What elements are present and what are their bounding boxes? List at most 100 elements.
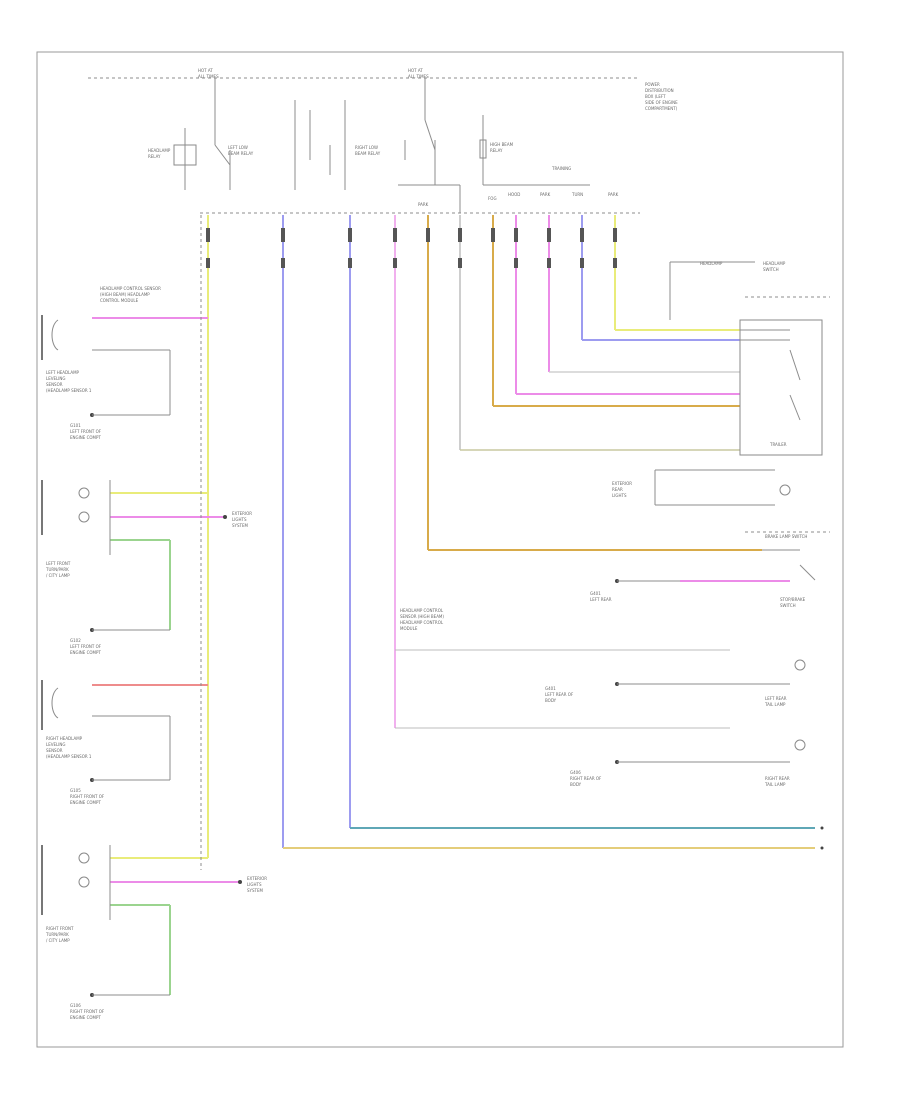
- top-labels: HOT AT ALL TIMES HOT AT ALL TIMES POWER …: [148, 68, 678, 207]
- ground-wires: [92, 349, 171, 780]
- svg-text:RIGHT REAR: RIGHT REAR: [765, 776, 790, 781]
- svg-text:PARK: PARK: [418, 202, 429, 207]
- svg-text:TURN/PARK: TURN/PARK: [45, 932, 69, 937]
- svg-text:(HEADLAMP SENSOR 1: (HEADLAMP SENSOR 1: [46, 388, 92, 393]
- blue-turn-wire: [581, 215, 740, 341]
- svg-text:LIGHTS: LIGHTS: [232, 517, 247, 522]
- connector-ticks: [206, 228, 617, 268]
- diagram-frame: [36, 51, 844, 1048]
- svg-text:HEADLAMP: HEADLAMP: [763, 261, 786, 266]
- svg-text:LEFT FRONT OF: LEFT FRONT OF: [70, 644, 102, 649]
- svg-text:LEFT FRONT: LEFT FRONT: [46, 561, 71, 566]
- svg-text:HEADLAMP CONTROL: HEADLAMP CONTROL: [400, 620, 444, 625]
- svg-text:G401: G401: [545, 686, 556, 691]
- svg-text:G101: G101: [70, 423, 81, 428]
- gray-wire: [459, 215, 740, 451]
- svg-text:RIGHT REAR OF: RIGHT REAR OF: [570, 776, 602, 781]
- svg-text:LEFT REAR: LEFT REAR: [765, 696, 787, 701]
- svg-text:TRAILER: TRAILER: [769, 442, 787, 447]
- svg-text:RIGHT HEADLAMP: RIGHT HEADLAMP: [46, 736, 83, 741]
- svg-text:ENGINE COMPT: ENGINE COMPT: [70, 650, 101, 655]
- svg-text:EXTERIOR: EXTERIOR: [232, 511, 252, 516]
- svg-text:SIDE OF ENGINE: SIDE OF ENGINE: [645, 100, 678, 105]
- svg-text:G105: G105: [70, 788, 81, 793]
- svg-text:G401: G401: [590, 591, 601, 596]
- svg-text:G106: G106: [70, 1003, 81, 1008]
- left-rear-tail-lamp: G401 LEFT REAR OF BODY LEFT REAR TAIL LA…: [545, 659, 806, 707]
- svg-text:CONTROL MODULE: CONTROL MODULE: [100, 298, 139, 303]
- ground-g101: G101 LEFT FRONT OF ENGINE COMPT: [70, 413, 170, 440]
- svg-text:ENGINE COMPT: ENGINE COMPT: [70, 800, 101, 805]
- svg-text:TURN: TURN: [571, 192, 583, 197]
- right-rear-tail-lamp: G406 RIGHT REAR OF BODY RIGHT REAR TAIL …: [570, 739, 806, 787]
- svg-text:G102: G102: [70, 638, 81, 643]
- svg-text:REAR: REAR: [612, 487, 623, 492]
- svg-text:LEVELING: LEVELING: [46, 376, 66, 381]
- svg-text:HIGH BEAM: HIGH BEAM: [490, 142, 514, 147]
- blue-wire: [349, 215, 815, 829]
- svg-text:BEAM RELAY: BEAM RELAY: [355, 151, 381, 156]
- svg-text:EXTERIOR: EXTERIOR: [612, 481, 632, 486]
- svg-text:PARK: PARK: [540, 192, 551, 197]
- orange-wire: [427, 215, 762, 551]
- svg-text:G406: G406: [570, 770, 581, 775]
- svg-text:(HIGH BEAM) HEADLAMP: (HIGH BEAM) HEADLAMP: [100, 292, 150, 297]
- svg-text:ENGINE COMPT: ENGINE COMPT: [70, 435, 101, 440]
- svg-text:BODY: BODY: [570, 782, 582, 787]
- orange-fog-wire: [492, 215, 740, 407]
- left-headlamp-leveling-sensor: LEFT HEADLAMP LEVELING SENSOR (HEADLAMP …: [41, 286, 161, 393]
- exterior-lights-right: EXTERIOR LIGHTS SYSTEM: [238, 876, 267, 893]
- svg-text:SYSTEM: SYSTEM: [232, 523, 248, 528]
- svg-text:(HEADLAMP SENSOR 1: (HEADLAMP SENSOR 1: [46, 754, 92, 759]
- right-front-turn-lamp: RIGHT FRONT TURN/PARK / CITY LAMP: [41, 845, 111, 943]
- svg-text:DISTRIBUTION: DISTRIBUTION: [645, 88, 674, 93]
- center-caption: HEADLAMP CONTROL SENSOR (HIGH BEAM) HEAD…: [400, 608, 444, 631]
- svg-text:RIGHT FRONT OF: RIGHT FRONT OF: [70, 1009, 105, 1014]
- svg-text:/ CITY LAMP: / CITY LAMP: [46, 938, 70, 943]
- svg-text:SENSOR: SENSOR: [46, 748, 63, 753]
- svg-text:BOX (LEFT: BOX (LEFT: [645, 94, 666, 99]
- green-wires: [110, 539, 171, 995]
- svg-text:LEFT REAR OF: LEFT REAR OF: [545, 692, 574, 697]
- exterior-lights-left: EXTERIOR LIGHTS SYSTEM: [223, 511, 252, 528]
- svg-text:TAIL LAMP: TAIL LAMP: [764, 702, 786, 707]
- svg-text:LEFT LOW: LEFT LOW: [228, 145, 248, 150]
- ground-g106: G106 RIGHT FRONT OF ENGINE COMPT: [70, 993, 170, 1020]
- svg-text:TAIL LAMP: TAIL LAMP: [764, 782, 786, 787]
- svg-text:RIGHT LOW: RIGHT LOW: [355, 145, 378, 150]
- svg-text:EXTERIOR: EXTERIOR: [247, 876, 267, 881]
- rear-lamp-group: EXTERIOR REAR LIGHTS: [612, 469, 791, 506]
- svg-text:RIGHT FRONT OF: RIGHT FRONT OF: [70, 794, 105, 799]
- svg-text:BEAM RELAY: BEAM RELAY: [228, 151, 254, 156]
- multifunction-switch: TRAILER HEADLAMP HEADLAMP SWITCH: [669, 261, 830, 456]
- svg-text:BODY: BODY: [545, 698, 557, 703]
- svg-text:LIGHTS: LIGHTS: [247, 882, 262, 887]
- svg-text:COMPARTMENT): COMPARTMENT): [645, 106, 678, 111]
- svg-text:BRAKE LAMP SWITCH: BRAKE LAMP SWITCH: [765, 534, 807, 539]
- svg-text:ALL TIMES: ALL TIMES: [408, 74, 429, 79]
- right-edge-terminals: [820, 826, 824, 850]
- svg-text:SWITCH: SWITCH: [763, 267, 779, 272]
- svg-text:HOT AT: HOT AT: [408, 68, 423, 73]
- left-front-turn-lamp: LEFT FRONT TURN/PARK / CITY LAMP: [41, 480, 111, 578]
- svg-text:TRAINING: TRAINING: [551, 166, 571, 171]
- yellow-wire: [110, 215, 209, 859]
- right-headlamp-leveling-sensor: RIGHT HEADLAMP LEVELING SENSOR (HEADLAMP…: [41, 680, 92, 759]
- svg-text:LIGHTS: LIGHTS: [612, 493, 627, 498]
- svg-text:MODULE: MODULE: [400, 626, 418, 631]
- svg-text:ENGINE COMPT: ENGINE COMPT: [70, 1015, 101, 1020]
- svg-text:SENSOR (HIGH BEAM): SENSOR (HIGH BEAM): [400, 614, 444, 619]
- ground-g102: G102 LEFT FRONT OF ENGINE COMPT: [70, 628, 170, 655]
- pink-wire-left: [92, 317, 240, 883]
- svg-text:/ CITY LAMP: / CITY LAMP: [46, 573, 70, 578]
- stop-lamp-ground: G401 LEFT REAR STOP/BRAKE SWITCH: [590, 579, 806, 608]
- svg-text:RELAY: RELAY: [490, 148, 503, 153]
- svg-text:LEFT HEADLAMP: LEFT HEADLAMP: [46, 370, 80, 375]
- svg-text:RELAY: RELAY: [148, 154, 161, 159]
- yellow-park-wire: [614, 215, 740, 331]
- ground-g105: G105 RIGHT FRONT OF ENGINE COMPT: [70, 778, 170, 805]
- svg-text:POWER: POWER: [645, 82, 660, 87]
- brake-pedal-switch: BRAKE LAMP SWITCH: [745, 531, 830, 581]
- svg-text:SYSTEM: SYSTEM: [247, 888, 263, 893]
